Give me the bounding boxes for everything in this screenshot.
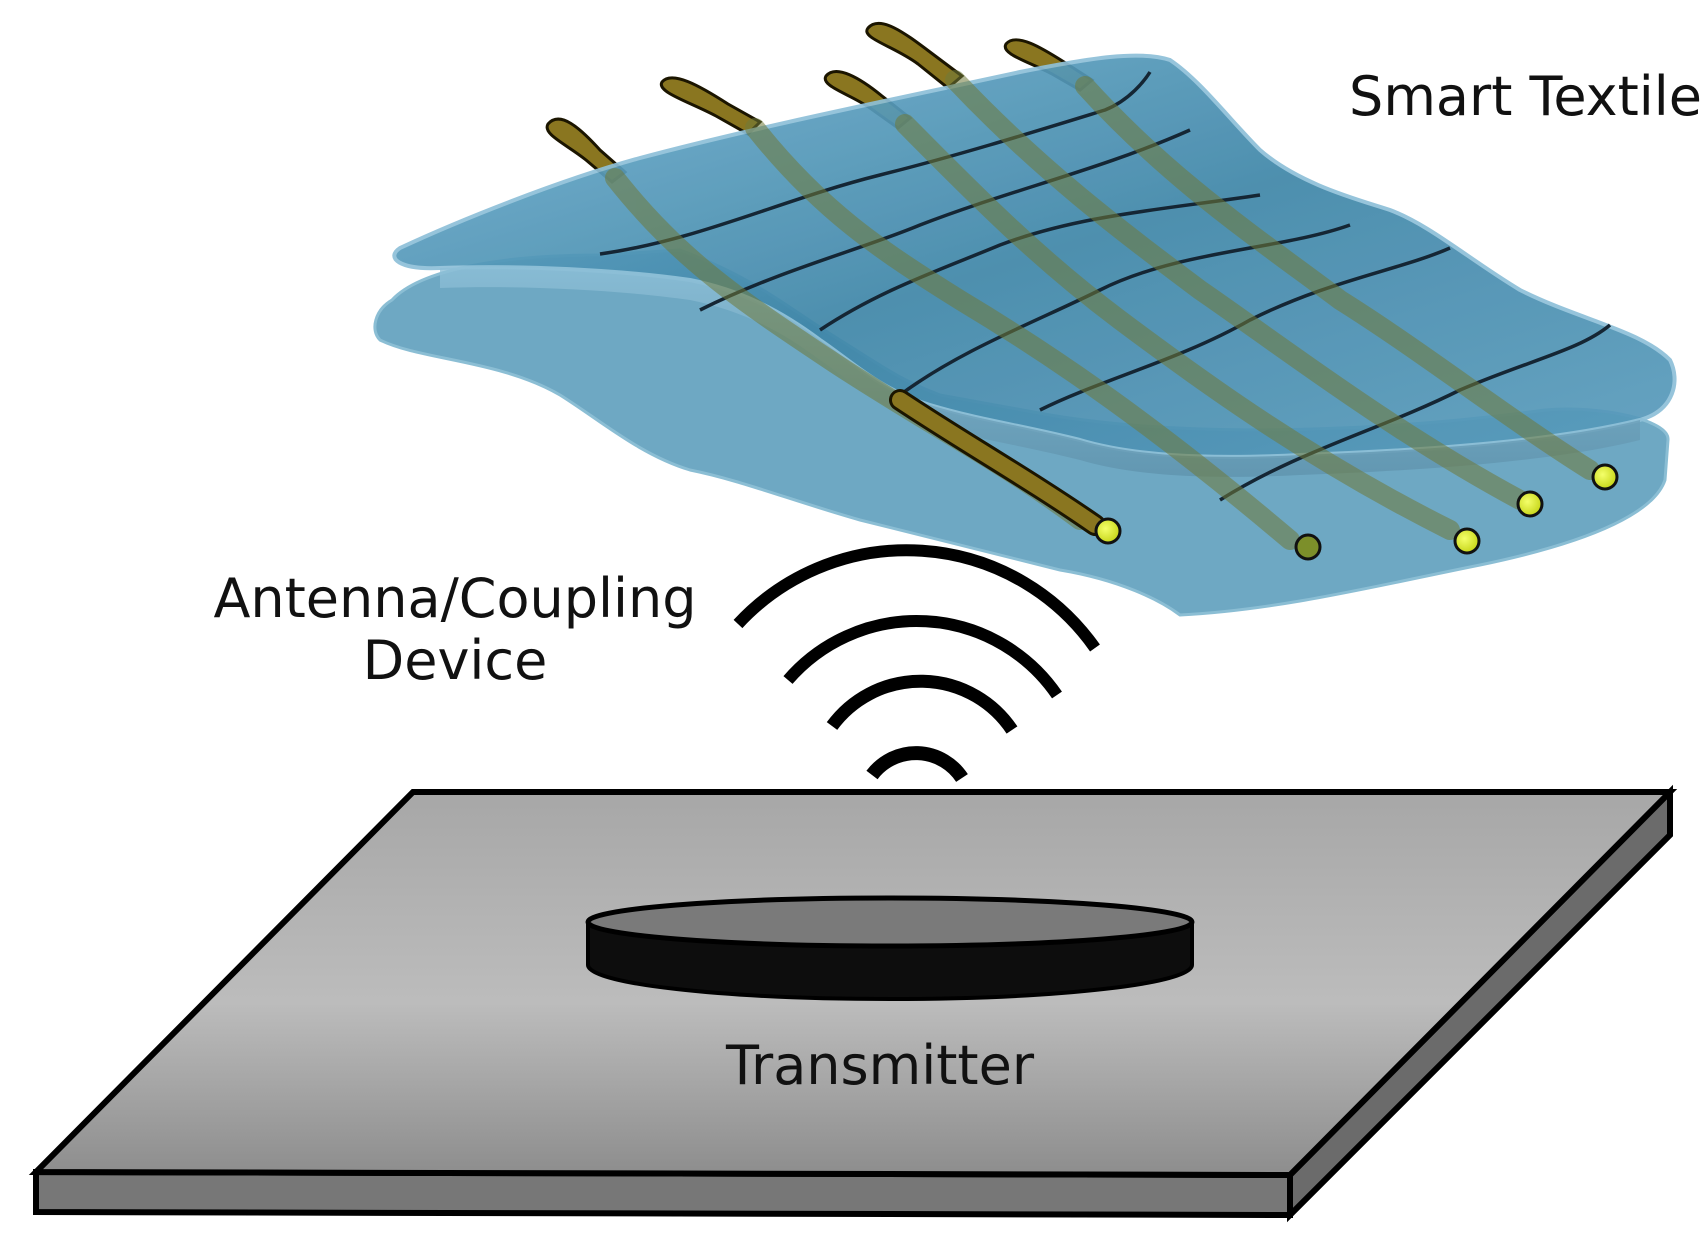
fiber-tips [1094,463,1619,561]
transmitter-coil-icon [585,895,1195,1001]
wireless-signal-arcs-icon [733,544,1100,783]
transmitter-plate [28,784,1678,1223]
label-antenna-coupling-device: Antenna/Coupling Device [175,567,735,693]
plate-front-side [33,1168,1293,1219]
smart-textile [373,21,1677,617]
label-smart-textile: Smart Textile [1349,65,1702,128]
coil-top [585,895,1195,949]
label-antenna-line1: Antenna/Coupling [213,567,697,630]
label-transmitter: Transmitter [725,1034,1035,1097]
fiber-exposed-left-fill [892,392,1103,533]
textile-top-edge [440,267,1640,477]
label-antenna-line2: Device [362,629,548,693]
